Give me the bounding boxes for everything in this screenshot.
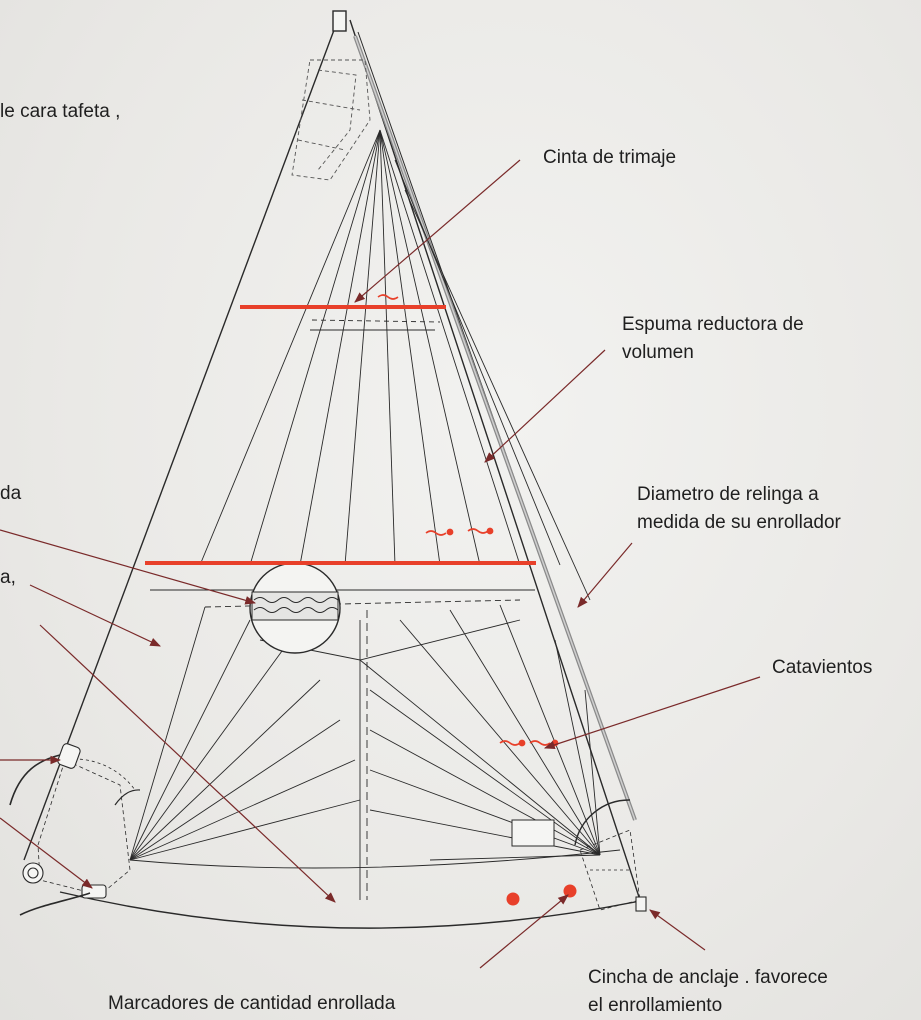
label-marcadores: Marcadores de cantidad enrollada: [108, 993, 396, 1014]
telltales: [377, 294, 559, 747]
label-diametro-line2: medida de su enrollador: [637, 512, 841, 533]
arrow-ventana: [0, 529, 257, 605]
sail-patch: [511, 819, 555, 847]
sail-foot: [59, 891, 646, 929]
arrow-cincha: [649, 909, 706, 951]
label-cara-tafeta: le cara tafeta ,: [0, 101, 121, 122]
roll-marker-1: [506, 892, 520, 906]
clew-corner: [574, 799, 647, 912]
arrow-panel: [29, 584, 161, 647]
arrow-foot: [39, 624, 336, 903]
sail-luff-edge: [23, 13, 341, 861]
label-catavientos: Catavientos: [772, 657, 873, 678]
label-da-fragment: da: [0, 483, 22, 504]
arrow-tack-lower: [0, 817, 93, 889]
arrow-marcadores: [479, 894, 569, 969]
leader-arrows: [0, 159, 761, 969]
lower-panel-seams: [129, 604, 621, 900]
label-diametro-line1: Diametro de relinga a: [637, 484, 819, 505]
tack-ring: [22, 862, 44, 884]
arrow-cinta-trimaje: [354, 159, 521, 303]
arrow-catavientos: [543, 676, 761, 750]
arrow-espuma: [484, 349, 606, 463]
head-reinforcement: [291, 59, 371, 181]
sail-window: [249, 562, 341, 654]
tack-corner: [9, 743, 141, 916]
panel-seams: [199, 129, 591, 601]
label-cincha-line1: Cincha de anclaje . favorece: [588, 967, 828, 988]
roll-marker-2: [563, 884, 577, 898]
label-a-fragment: a,: [0, 567, 16, 588]
label-espuma-line1: Espuma reductora de: [622, 314, 804, 335]
label-espuma-line2: volumen: [622, 342, 694, 363]
sail-head: [332, 10, 347, 32]
label-cinta-trimaje: Cinta de trimaje: [543, 147, 677, 168]
tack-strap: [57, 743, 81, 769]
arrow-diametro: [577, 542, 633, 608]
label-cincha-line2: el enrollamiento: [588, 995, 723, 1016]
